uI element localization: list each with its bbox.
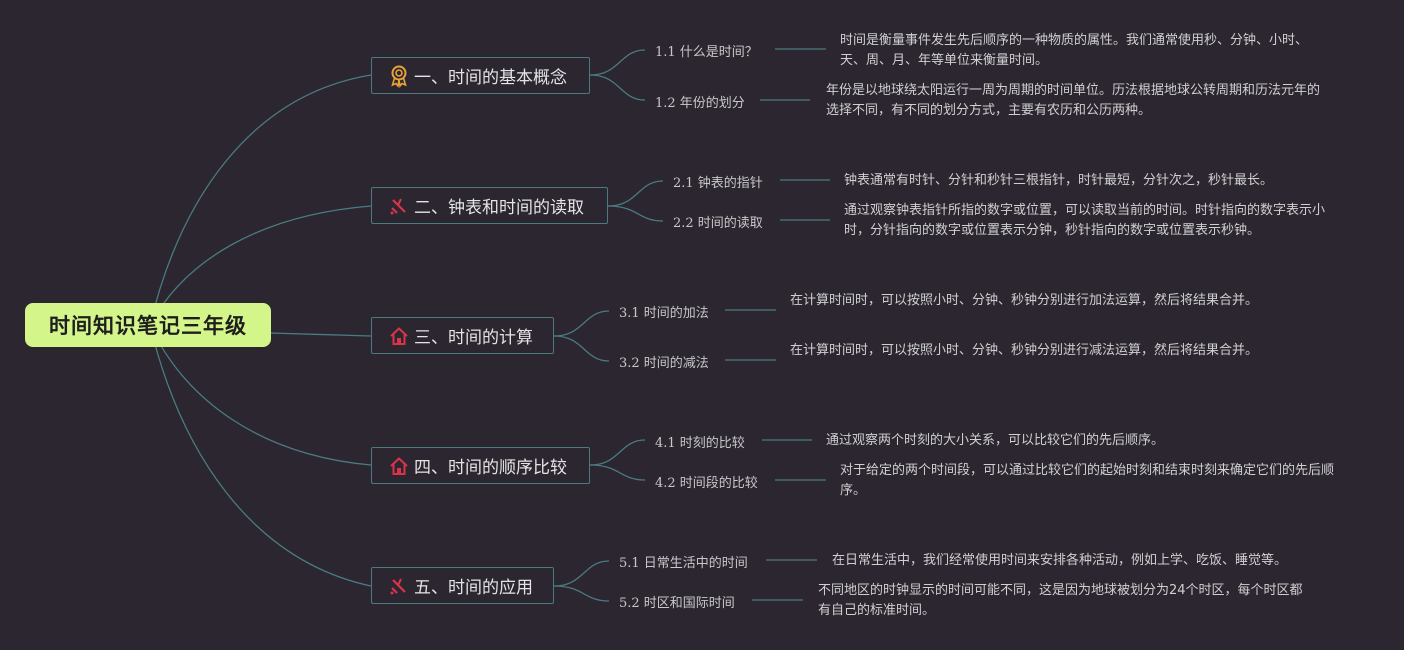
branch4-sub2-curve [589,464,646,481]
note-4-1: 通过观察两个时刻的大小关系，可以比较它们的先后顺序。 [826,433,1165,448]
note-3-2: 在计算时间时，可以按照小时、分钟、秒钟分别进行减法运算，然后将结果合并。 [790,343,1259,358]
note-5-1: 在日常生活中，我们经常使用时间来安排各种活动，例如上学、吃饭、睡觉等。 [832,553,1288,568]
subtopic-1-2[interactable]: 1.2 年份的划分 [655,96,745,111]
branch2-sub1-curve [607,180,664,207]
note-4-2: 对于给定的两个时间段，可以通过比较它们的起始时刻和结束时刻来确定它们的先后顺序。 [840,463,1335,498]
note-5-2: 不同地区的时钟显示的时间可能不同，这是因为地球被划分为24个时区，每个时区都有自… [818,583,1303,618]
note-1-1: 时间是衡量事件发生先后顺序的一种物质的属性。我们通常使用秒、分钟、小时、天、周、… [840,33,1309,68]
root-connector-1 [149,74,372,326]
note-3-1: 在计算时间时，可以按照小时、分钟、秒钟分别进行加法运算，然后将结果合并。 [790,293,1259,308]
subtopic-3-1[interactable]: 3.1 时间的加法 [619,306,709,321]
home-icon [388,455,410,477]
subtopic-3-2[interactable]: 3.2 时间的减法 [619,356,709,371]
branch3-sub2-curve [553,335,610,362]
branch-label: 五、时间的应用 [414,578,533,598]
branch1-sub2-curve [589,74,646,101]
root-connector-2 [149,205,372,326]
branch-label: 一、时间的基本概念 [414,68,567,88]
subtopic-2-2[interactable]: 2.2 时间的读取 [673,216,763,231]
note-2-2: 通过观察钟表指针所指的数字或位置，可以读取当前的时间。时针指向的数字表示小时，分… [844,203,1326,238]
branch-label: 二、钟表和时间的读取 [414,198,584,218]
branch-topic-2[interactable]: 二、钟表和时间的读取 [371,187,608,224]
subtopic-5-1[interactable]: 5.1 日常生活中的时间 [619,556,748,571]
home-icon [388,325,410,347]
note-1-2: 年份是以地球绕太阳运行一周为周期的时间单位。历法根据地球公转周期和历法元年的选择… [826,83,1321,118]
branch4-sub1-curve [589,439,646,466]
branch-topic-4[interactable]: 四、时间的顺序比较 [371,447,590,484]
branch1-sub1-curve [589,49,646,76]
subtopic-4-2[interactable]: 4.2 时间段的比较 [655,476,758,491]
branch-label: 四、时间的顺序比较 [414,458,567,478]
branch5-sub2-curve [553,585,610,602]
root-connector-4 [149,324,372,466]
root-topic[interactable]: 时间知识笔记三年级 [25,303,271,347]
tools-icon [388,575,410,597]
tools-icon [388,195,410,217]
branch-topic-1[interactable]: 一、时间的基本概念 [371,57,590,94]
subtopic-1-1[interactable]: 1.1 什么是时间？ [655,45,758,60]
subtopic-4-1[interactable]: 4.1 时刻的比较 [655,436,745,451]
branch-topic-3[interactable]: 三、时间的计算 [371,317,554,354]
award-icon [388,65,410,88]
root-connector-5 [149,324,372,587]
note-2-1: 钟表通常有时针、分针和秒针三根指针，时针最短，分针次之，秒针最长。 [844,173,1274,188]
root-connector-3 [269,332,372,337]
subtopic-2-1[interactable]: 2.1 钟表的指针 [673,176,763,191]
subtopic-5-2[interactable]: 5.2 时区和国际时间 [619,596,735,611]
branch-topic-5[interactable]: 五、时间的应用 [371,567,554,604]
branch3-sub1-curve [553,310,610,337]
branch5-sub1-curve [553,560,610,587]
branch-label: 三、时间的计算 [414,328,533,348]
branch2-sub2-curve [607,205,664,222]
